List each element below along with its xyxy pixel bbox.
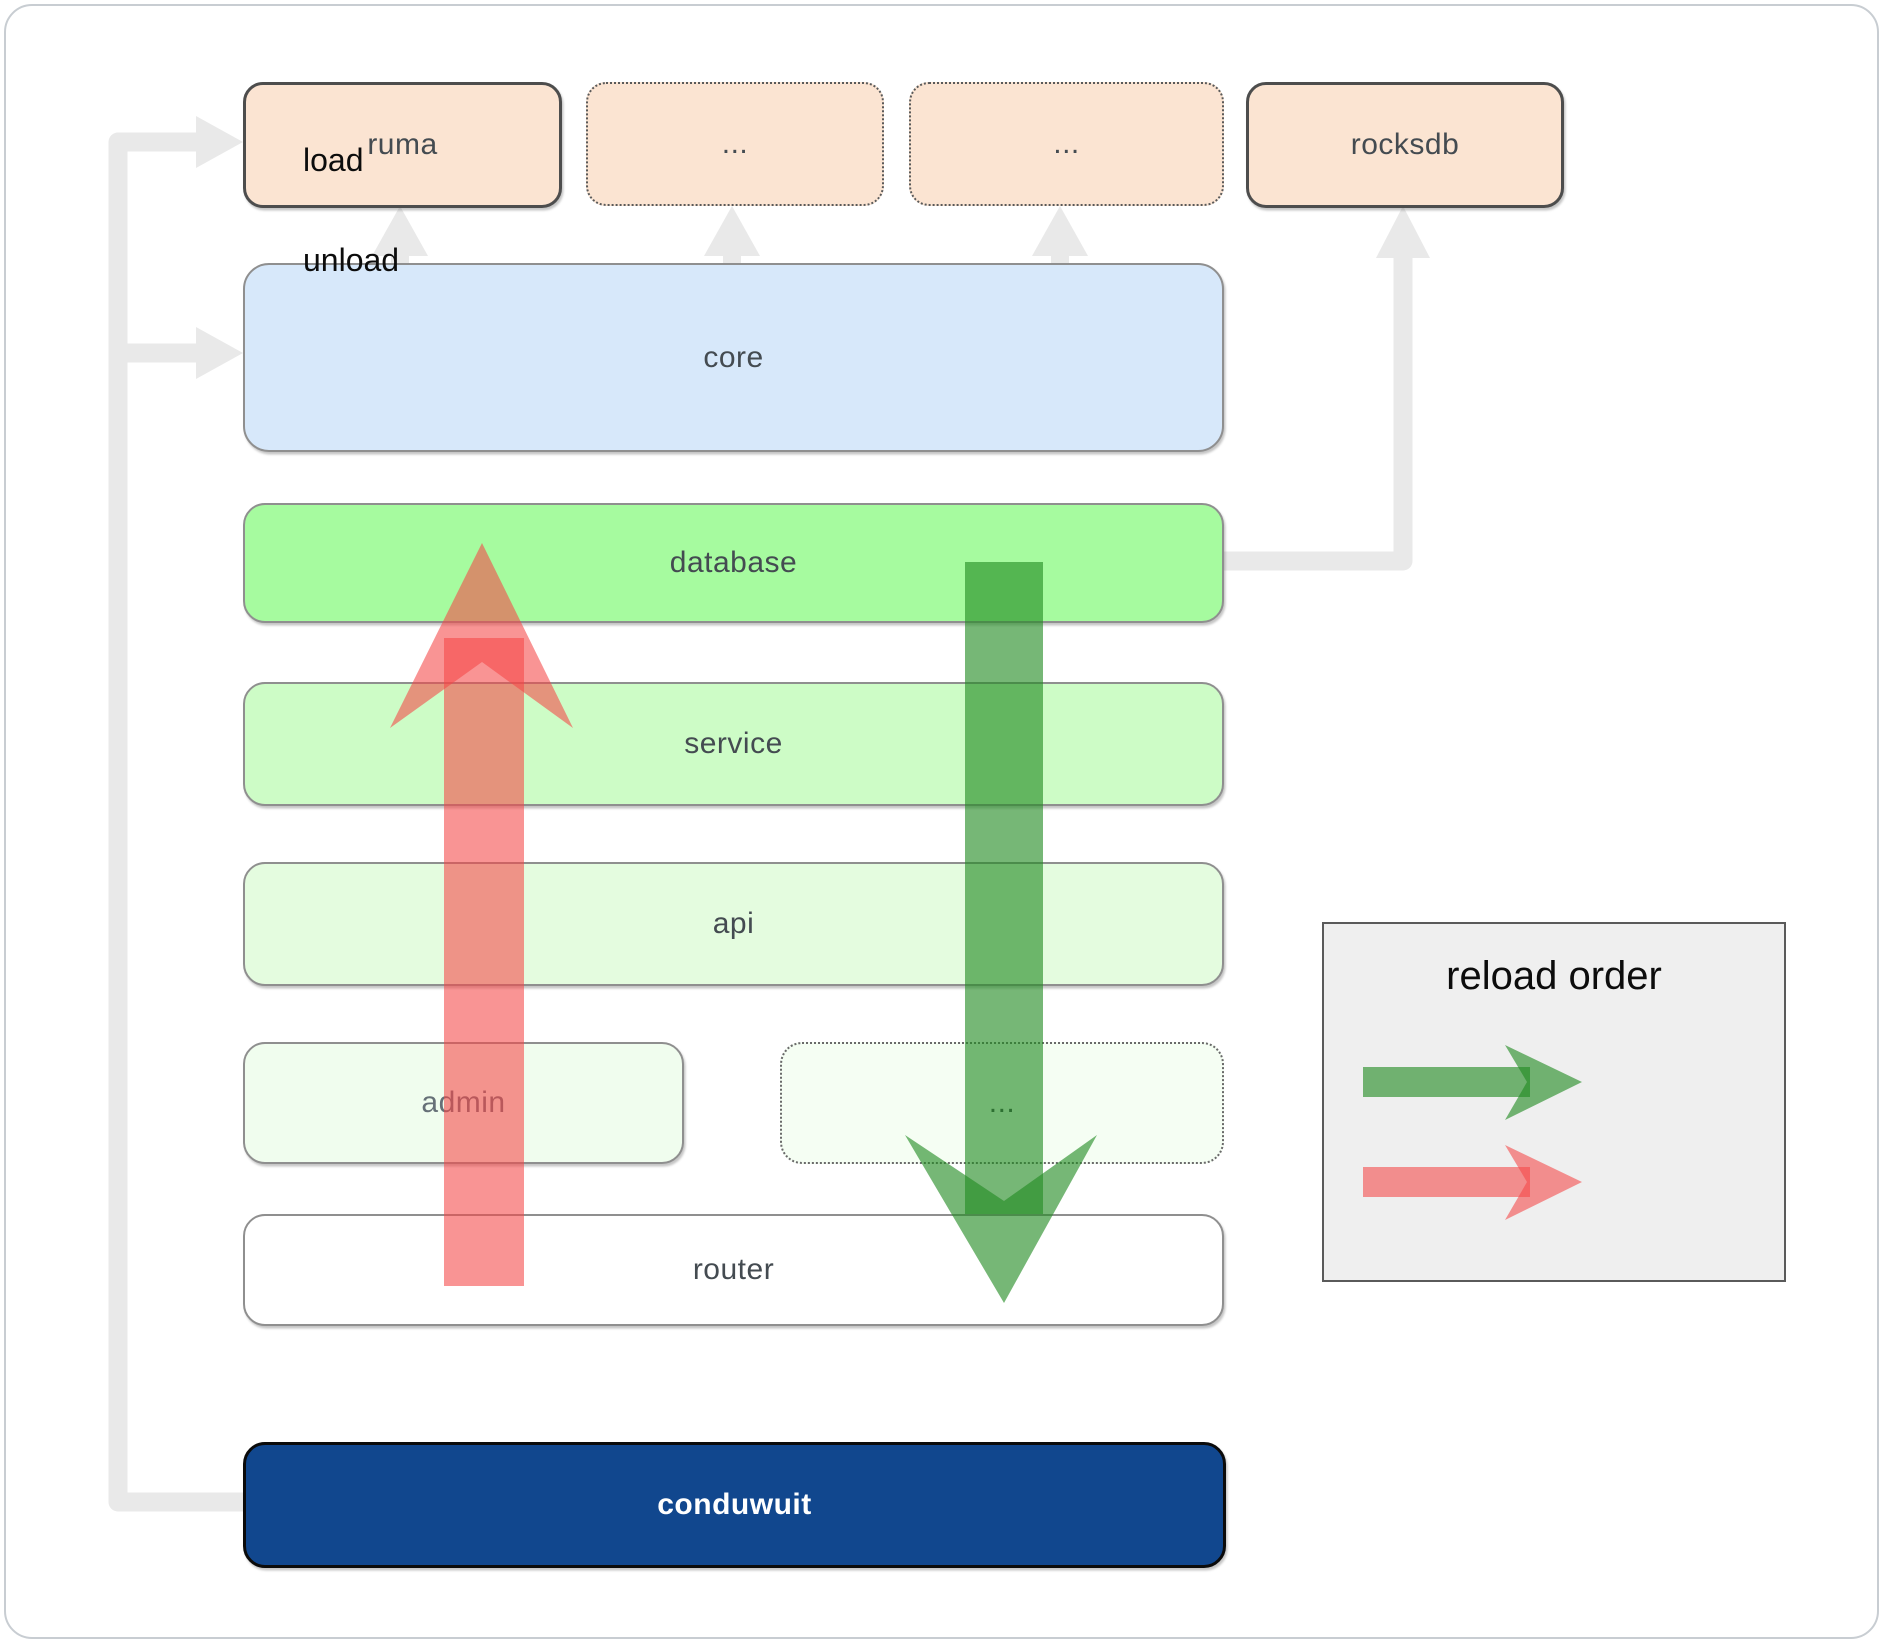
box-database-label: database	[669, 546, 798, 579]
box-admin-label: admin	[421, 1086, 506, 1119]
diagram-outer-frame	[4, 4, 1879, 1639]
box-ellipsis-admin-row-label: ...	[988, 1086, 1016, 1119]
legend-reload-order: reload order	[1322, 922, 1786, 1282]
box-core: core	[243, 263, 1224, 452]
box-ruma: ruma	[243, 82, 562, 208]
box-ellipsis-top-1: ...	[586, 82, 884, 206]
legend-unload-label: unload	[303, 242, 400, 278]
box-conduwuit: conduwuit	[243, 1442, 1226, 1568]
legend-title: reload order	[1446, 954, 1662, 998]
box-ellipsis-admin-row: ...	[780, 1042, 1224, 1164]
box-ellipsis-top-2: ...	[909, 82, 1224, 206]
box-service: service	[243, 682, 1224, 806]
box-router-label: router	[692, 1253, 775, 1286]
box-admin: admin	[243, 1042, 684, 1164]
box-ruma-label: ruma	[367, 128, 438, 161]
box-database: database	[243, 503, 1224, 623]
box-rocksdb-label: rocksdb	[1350, 128, 1460, 161]
legend-load-label: load	[303, 142, 364, 178]
box-api-label: api	[712, 907, 755, 940]
box-router: router	[243, 1214, 1224, 1326]
box-core-label: core	[703, 340, 764, 374]
box-ellipsis-top-2-label: ...	[1053, 127, 1080, 160]
box-conduwuit-label: conduwuit	[657, 1488, 812, 1521]
box-rocksdb: rocksdb	[1246, 82, 1564, 208]
box-api: api	[243, 862, 1224, 986]
box-ellipsis-top-1-label: ...	[721, 127, 749, 160]
box-service-label: service	[684, 727, 783, 760]
